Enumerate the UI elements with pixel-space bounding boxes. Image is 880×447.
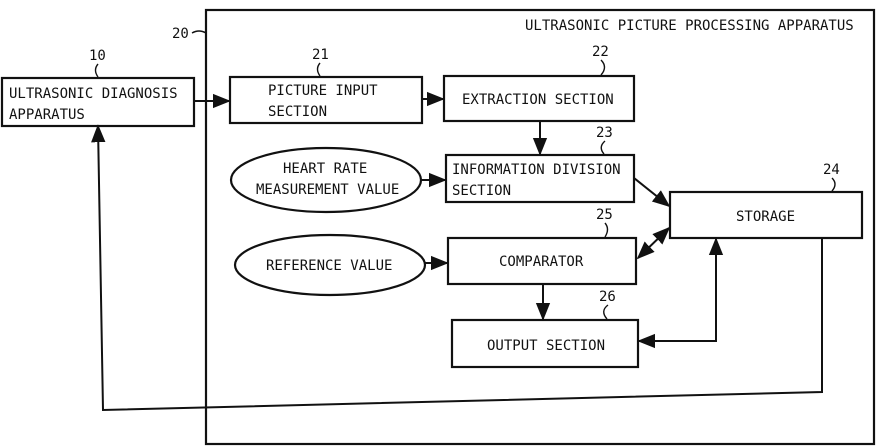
ultrasonic-diagnosis-label-2: APPARATUS	[9, 107, 85, 123]
storage-label: STORAGE	[736, 209, 795, 225]
heart-rate-ellipse: HEART RATE MEASUREMENT VALUE	[231, 148, 421, 212]
information-division-block: INFORMATION DIVISION SECTION	[446, 155, 634, 202]
ref-label-21: 21	[312, 47, 329, 63]
storage-block: STORAGE	[670, 192, 862, 238]
picture-input-block: PICTURE INPUT SECTION	[230, 77, 422, 123]
reference-value-label: REFERENCE VALUE	[266, 258, 392, 274]
leader-22	[601, 60, 605, 75]
output-block: OUTPUT SECTION	[452, 320, 638, 367]
leader-24	[832, 178, 835, 191]
apparatus-title: ULTRASONIC PICTURE PROCESSING APPARATUS	[525, 18, 854, 34]
leader-26	[604, 305, 608, 319]
ref-label-23: 23	[596, 125, 613, 141]
reference-value-ellipse: REFERENCE VALUE	[235, 235, 425, 295]
ultrasonic-diagnosis-block: ULTRASONIC DIAGNOSIS APPARATUS	[2, 78, 194, 126]
ultrasonic-diagnosis-label-1: ULTRASONIC DIAGNOSIS	[9, 86, 178, 102]
comparator-block: COMPARATOR	[448, 238, 636, 284]
leader-10	[96, 64, 99, 77]
comparator-label: COMPARATOR	[499, 254, 584, 270]
information-division-label-2: SECTION	[452, 183, 511, 199]
ref-label-24: 24	[823, 162, 840, 178]
information-division-label-1: INFORMATION DIVISION	[452, 162, 621, 178]
leader-20	[192, 31, 206, 33]
ref-label-26: 26	[599, 289, 616, 305]
extraction-block: EXTRACTION SECTION	[444, 76, 634, 121]
leader-21	[318, 63, 321, 76]
heart-rate-label-2: MEASUREMENT VALUE	[256, 182, 399, 198]
ref-label-22: 22	[592, 44, 609, 60]
output-label: OUTPUT SECTION	[487, 338, 605, 354]
picture-input-label-2: SECTION	[268, 104, 327, 120]
ref-label-10: 10	[89, 48, 106, 64]
arrow-comparator-storage-bidirectional	[638, 228, 669, 258]
extraction-label: EXTRACTION SECTION	[462, 92, 614, 108]
leader-25	[605, 223, 608, 237]
ref-label-25: 25	[596, 207, 613, 223]
heart-rate-label-1: HEART RATE	[283, 161, 367, 177]
picture-input-label-1: PICTURE INPUT	[268, 83, 378, 99]
leader-23	[601, 141, 605, 154]
arrow-output-storage-bidirectional	[639, 239, 716, 341]
ref-label-20: 20	[172, 26, 189, 42]
arrow-information-division-to-storage	[634, 178, 669, 206]
